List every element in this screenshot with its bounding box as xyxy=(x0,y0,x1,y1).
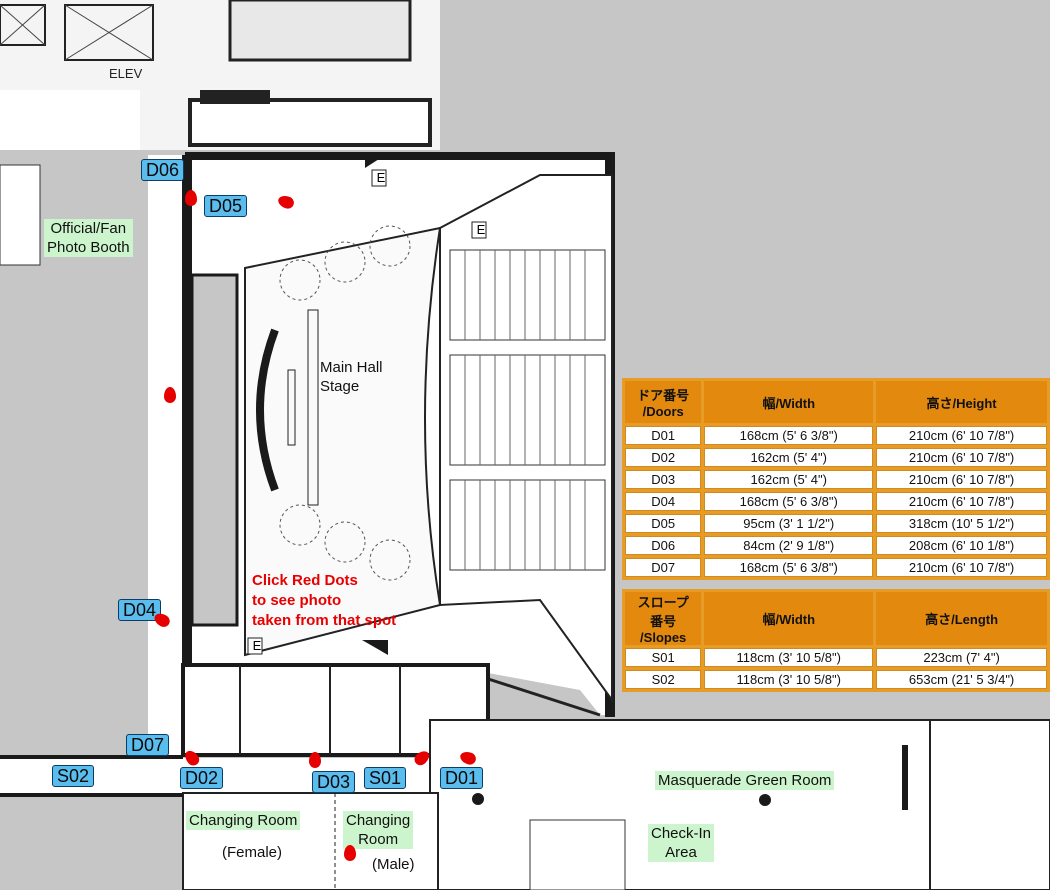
door-table-header: ドア番号 /Doors xyxy=(625,381,702,423)
hint-text: Click Red Dots to see photo taken from t… xyxy=(252,572,397,629)
photo-spot-dot[interactable] xyxy=(309,752,321,768)
changing-room-female-label: Changing Room xyxy=(186,811,301,830)
slope-table-header: 高さ/Length xyxy=(876,592,1047,645)
door-label-d01[interactable]: D01 xyxy=(440,767,484,789)
table-cell: D06 xyxy=(625,536,702,555)
table-cell: S01 xyxy=(625,648,702,667)
slope-label-s01[interactable]: S01 xyxy=(364,767,407,789)
photo-spot-dot[interactable] xyxy=(185,190,197,206)
table-cell: S02 xyxy=(625,670,702,689)
door-label-d06[interactable]: D06 xyxy=(141,159,185,181)
female-label: (Female) xyxy=(222,844,283,861)
slope-table-header: 幅/Width xyxy=(704,592,874,645)
green-room-label: Masquerade Green Room xyxy=(655,771,835,790)
table-cell: 162cm (5' 4") xyxy=(704,470,874,489)
slope-label-s02[interactable]: S02 xyxy=(52,765,95,787)
male-label: (Male) xyxy=(372,856,415,873)
table-cell: 168cm (5' 6 3/8") xyxy=(704,492,874,511)
table-cell: 223cm (7' 4") xyxy=(876,648,1047,667)
photo-spot-dot[interactable] xyxy=(164,387,176,403)
table-cell: 210cm (6' 10 7/8") xyxy=(876,426,1047,445)
table-cell: 118cm (3' 10 5/8") xyxy=(704,648,874,667)
table-cell: D04 xyxy=(625,492,702,511)
table-cell: 210cm (6' 10 7/8") xyxy=(876,448,1047,467)
main-hall-stage-label: Main Hall Stage xyxy=(320,359,383,395)
exit-sign-1: E xyxy=(376,170,386,185)
table-cell: 210cm (6' 10 7/8") xyxy=(876,492,1047,511)
table-cell: D02 xyxy=(625,448,702,467)
table-cell: 162cm (5' 4") xyxy=(704,448,874,467)
table-cell: 168cm (5' 6 3/8") xyxy=(704,426,874,445)
door-label-d03[interactable]: D03 xyxy=(312,771,356,793)
table-cell: 118cm (3' 10 5/8") xyxy=(704,670,874,689)
changing-room-male-label: Changing Room xyxy=(343,811,414,849)
table-cell: 208cm (6' 10 1/8") xyxy=(876,536,1047,555)
table-cell: 168cm (5' 6 3/8") xyxy=(704,558,874,577)
table-cell: 318cm (10' 5 1/2") xyxy=(876,514,1047,533)
checkin-area-label: Check-In Area xyxy=(648,824,715,862)
door-label-d07[interactable]: D07 xyxy=(126,734,170,756)
official-photo-booth-label: Official/Fan Photo Booth xyxy=(44,219,133,257)
table-cell: 84cm (2' 9 1/8") xyxy=(704,536,874,555)
door-label-d05[interactable]: D05 xyxy=(204,195,248,217)
door-label-d04[interactable]: D04 xyxy=(118,599,162,621)
table-cell: 95cm (3' 1 1/2") xyxy=(704,514,874,533)
exit-sign-2: E xyxy=(476,222,486,237)
table-cell: D05 xyxy=(625,514,702,533)
door-label-d02[interactable]: D02 xyxy=(180,767,224,789)
table-cell: D01 xyxy=(625,426,702,445)
table-cell: 210cm (6' 10 7/8") xyxy=(876,470,1047,489)
table-gap xyxy=(622,581,1050,591)
table-cell: D07 xyxy=(625,558,702,577)
photo-spot-dot[interactable] xyxy=(344,845,356,861)
exit-sign-3: E xyxy=(252,638,262,653)
table-cell: 210cm (6' 10 7/8") xyxy=(876,558,1047,577)
door-table-header: 高さ/Height xyxy=(876,381,1047,423)
table-cell: D03 xyxy=(625,470,702,489)
table-cell: 653cm (21' 5 3/4") xyxy=(876,670,1047,689)
elev-label: ELEV xyxy=(109,66,143,81)
slope-table-header: スロープ 番号 /Slopes xyxy=(625,592,702,645)
door-table-header: 幅/Width xyxy=(704,381,874,423)
